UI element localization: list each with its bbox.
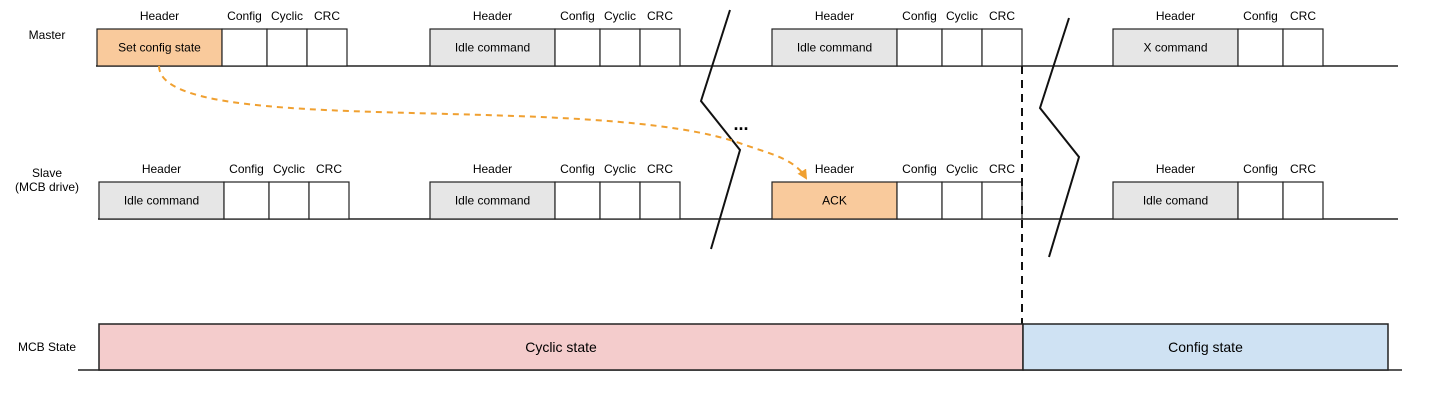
frame-cyclic-box <box>941 28 983 67</box>
master-row-label: Master <box>29 28 66 42</box>
field-label: Cyclic <box>271 9 303 23</box>
field-label: Config <box>560 9 595 23</box>
frame-crc-box <box>981 28 1023 67</box>
field-label: Config <box>1243 162 1278 176</box>
frame-cyclic-box <box>941 181 983 220</box>
frame-config-box <box>554 28 601 67</box>
frame-header-box <box>1112 181 1239 220</box>
time-break-left <box>699 9 742 250</box>
frame-header-box <box>429 181 556 220</box>
field-label: CRC <box>314 9 340 23</box>
field-label: Header <box>1156 9 1195 23</box>
field-label: Header <box>1156 162 1195 176</box>
config-state-bar <box>1022 323 1389 371</box>
frame-config-box <box>896 181 943 220</box>
frame-command: Idle command <box>797 41 872 55</box>
frame-crc-box <box>1282 28 1324 67</box>
field-label: CRC <box>1290 162 1316 176</box>
frame-config-box <box>896 28 943 67</box>
field-label: Cyclic <box>946 9 978 23</box>
frame-crc-box <box>639 28 681 67</box>
field-label: Cyclic <box>946 162 978 176</box>
ellipsis-text: ... <box>733 114 748 134</box>
field-label: Header <box>815 9 854 23</box>
frame-crc-box <box>639 181 681 220</box>
field-label: Config <box>902 162 937 176</box>
cyclic-state-bar <box>98 323 1024 371</box>
frame-header-box <box>1112 28 1239 67</box>
field-label: Header <box>473 162 512 176</box>
frame-crc-box <box>306 28 348 67</box>
slave-frame-4: Idle comand Header Config CRC <box>1112 162 1324 220</box>
master-frame-4: X command Header Config CRC <box>1112 9 1324 67</box>
frame-header-box <box>771 28 898 67</box>
frame-command: ACK <box>822 194 847 208</box>
field-label: CRC <box>1290 9 1316 23</box>
frame-command: Idle command <box>455 194 530 208</box>
frame-cyclic-box <box>599 181 641 220</box>
slave-frame-1: Idle command Header Config Cyclic CRC <box>98 162 350 220</box>
field-label: Header <box>140 9 179 23</box>
field-label: Config <box>1243 9 1278 23</box>
field-label: Config <box>902 9 937 23</box>
field-label: Cyclic <box>273 162 305 176</box>
request-to-ack-arrow <box>158 65 808 180</box>
field-label: Cyclic <box>604 9 636 23</box>
field-label: Config <box>227 9 262 23</box>
state-row-label: MCB State <box>18 340 76 354</box>
master-frame-3: Idle command Header Config Cyclic CRC <box>771 9 1023 67</box>
field-label: Config <box>229 162 264 176</box>
frame-header-box <box>96 28 223 67</box>
field-label: CRC <box>647 162 673 176</box>
slave-row-label: Slave <box>32 166 62 180</box>
field-label: CRC <box>989 9 1015 23</box>
frame-crc-box <box>981 181 1023 220</box>
master-frame-2: Idle command Header Config Cyclic CRC <box>429 9 681 67</box>
frame-config-box <box>554 181 601 220</box>
time-break-right <box>1038 17 1081 258</box>
frame-config-box <box>223 181 270 220</box>
slave-row-sublabel: (MCB drive) <box>15 180 79 194</box>
frame-command: Idle comand <box>1143 194 1208 208</box>
frame-command: Set config state <box>118 41 201 55</box>
frame-cyclic-box <box>268 181 310 220</box>
field-label: Cyclic <box>604 162 636 176</box>
master-frame-1: Set config state Header Config Cyclic CR… <box>96 9 348 67</box>
config-state-label: Config state <box>1168 339 1243 355</box>
field-label: CRC <box>989 162 1015 176</box>
frame-command: X command <box>1143 41 1207 55</box>
frame-config-box <box>1237 181 1284 220</box>
frame-header-box <box>98 181 225 220</box>
frame-command: Idle command <box>455 41 530 55</box>
frame-crc-box <box>308 181 350 220</box>
field-label: Config <box>560 162 595 176</box>
frame-cyclic-box <box>266 28 308 67</box>
field-label: Header <box>473 9 512 23</box>
frame-crc-box <box>1282 181 1324 220</box>
frame-cyclic-box <box>599 28 641 67</box>
field-label: Header <box>142 162 181 176</box>
frame-header-box <box>429 28 556 67</box>
slave-frame-2: Idle command Header Config Cyclic CRC <box>429 162 681 220</box>
field-label: CRC <box>647 9 673 23</box>
field-label: CRC <box>316 162 342 176</box>
slave-frame-3: ACK Header Config Cyclic CRC <box>771 162 1023 220</box>
field-label: Header <box>815 162 854 176</box>
cyclic-state-label: Cyclic state <box>525 339 597 355</box>
frame-config-box <box>1237 28 1284 67</box>
frame-config-box <box>221 28 268 67</box>
frame-command: Idle command <box>124 194 199 208</box>
